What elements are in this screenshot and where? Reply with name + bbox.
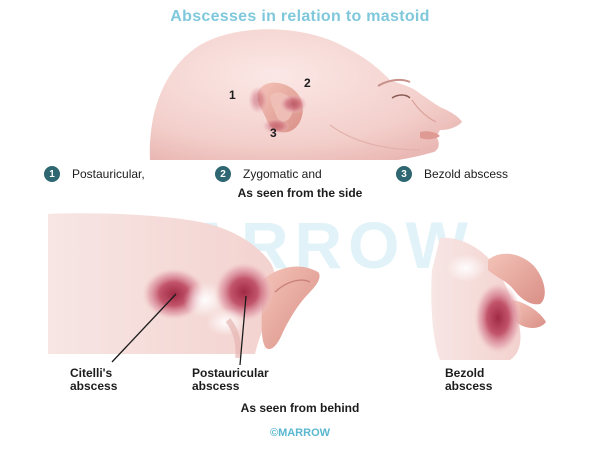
lips [420,131,440,140]
citelli-label: Citelli's abscess [70,367,117,393]
legend-item-zygomatic: 2 Zygomatic and [215,166,322,182]
bezold-label-line1: Bezold [445,366,485,380]
eyebrow [377,78,411,87]
postauricular-leader [239,295,247,366]
copyright-mark: ©MARROW [269,427,331,439]
bezold-label: Bezold abscess [445,367,492,393]
nose-shade [411,99,437,123]
postauricular-swelling-side [248,86,268,114]
citelli-leader [111,293,177,363]
bezold-swelling-side [262,118,290,134]
marker-2: 2 [304,76,311,90]
side-view-head [149,29,462,161]
marker-1: 1 [229,88,236,102]
side-view-caption: As seen from the side [237,186,363,200]
legend-label: Postauricular, [72,167,145,181]
postauricular-label-line1: Postauricular [192,366,269,380]
head-profile [149,29,462,161]
jaw-line [329,124,421,151]
behind-ear-fold [274,279,311,293]
behind-view-neck [48,213,320,359]
legend-badge: 2 [215,166,231,182]
mastoid-tip [225,318,242,359]
legend-label: Bezold abscess [424,167,509,181]
zygomatic-swelling [279,94,307,114]
legend-badge: 1 [44,166,60,182]
behind-view-caption: As seen from behind [240,401,360,415]
postauricular-abscess [214,262,274,322]
eye [391,94,411,99]
citelli-label-line2: abscess [70,379,118,393]
citelli-label-line1: Citelli's [70,366,113,380]
postauricular-label-line2: abscess [192,379,240,393]
bezold-abscess [474,282,522,354]
bezold-glow [446,254,486,282]
legend-item-postauricular: 1 Postauricular, [44,166,145,182]
postauricular-label: Postauricular abscess [192,367,269,393]
behind-ear [261,266,320,350]
marker-3: 3 [270,126,277,140]
page-title: Abscesses in relation to mastoid [170,8,430,25]
legend-item-bezold: 3 Bezold abscess [396,166,508,182]
legend-label: Zygomatic and [243,167,322,181]
legend-badge: 3 [396,166,412,182]
behind-view-bezold [431,237,546,360]
bezold-ear [488,253,545,305]
bezold-label-line2: abscess [445,379,493,393]
